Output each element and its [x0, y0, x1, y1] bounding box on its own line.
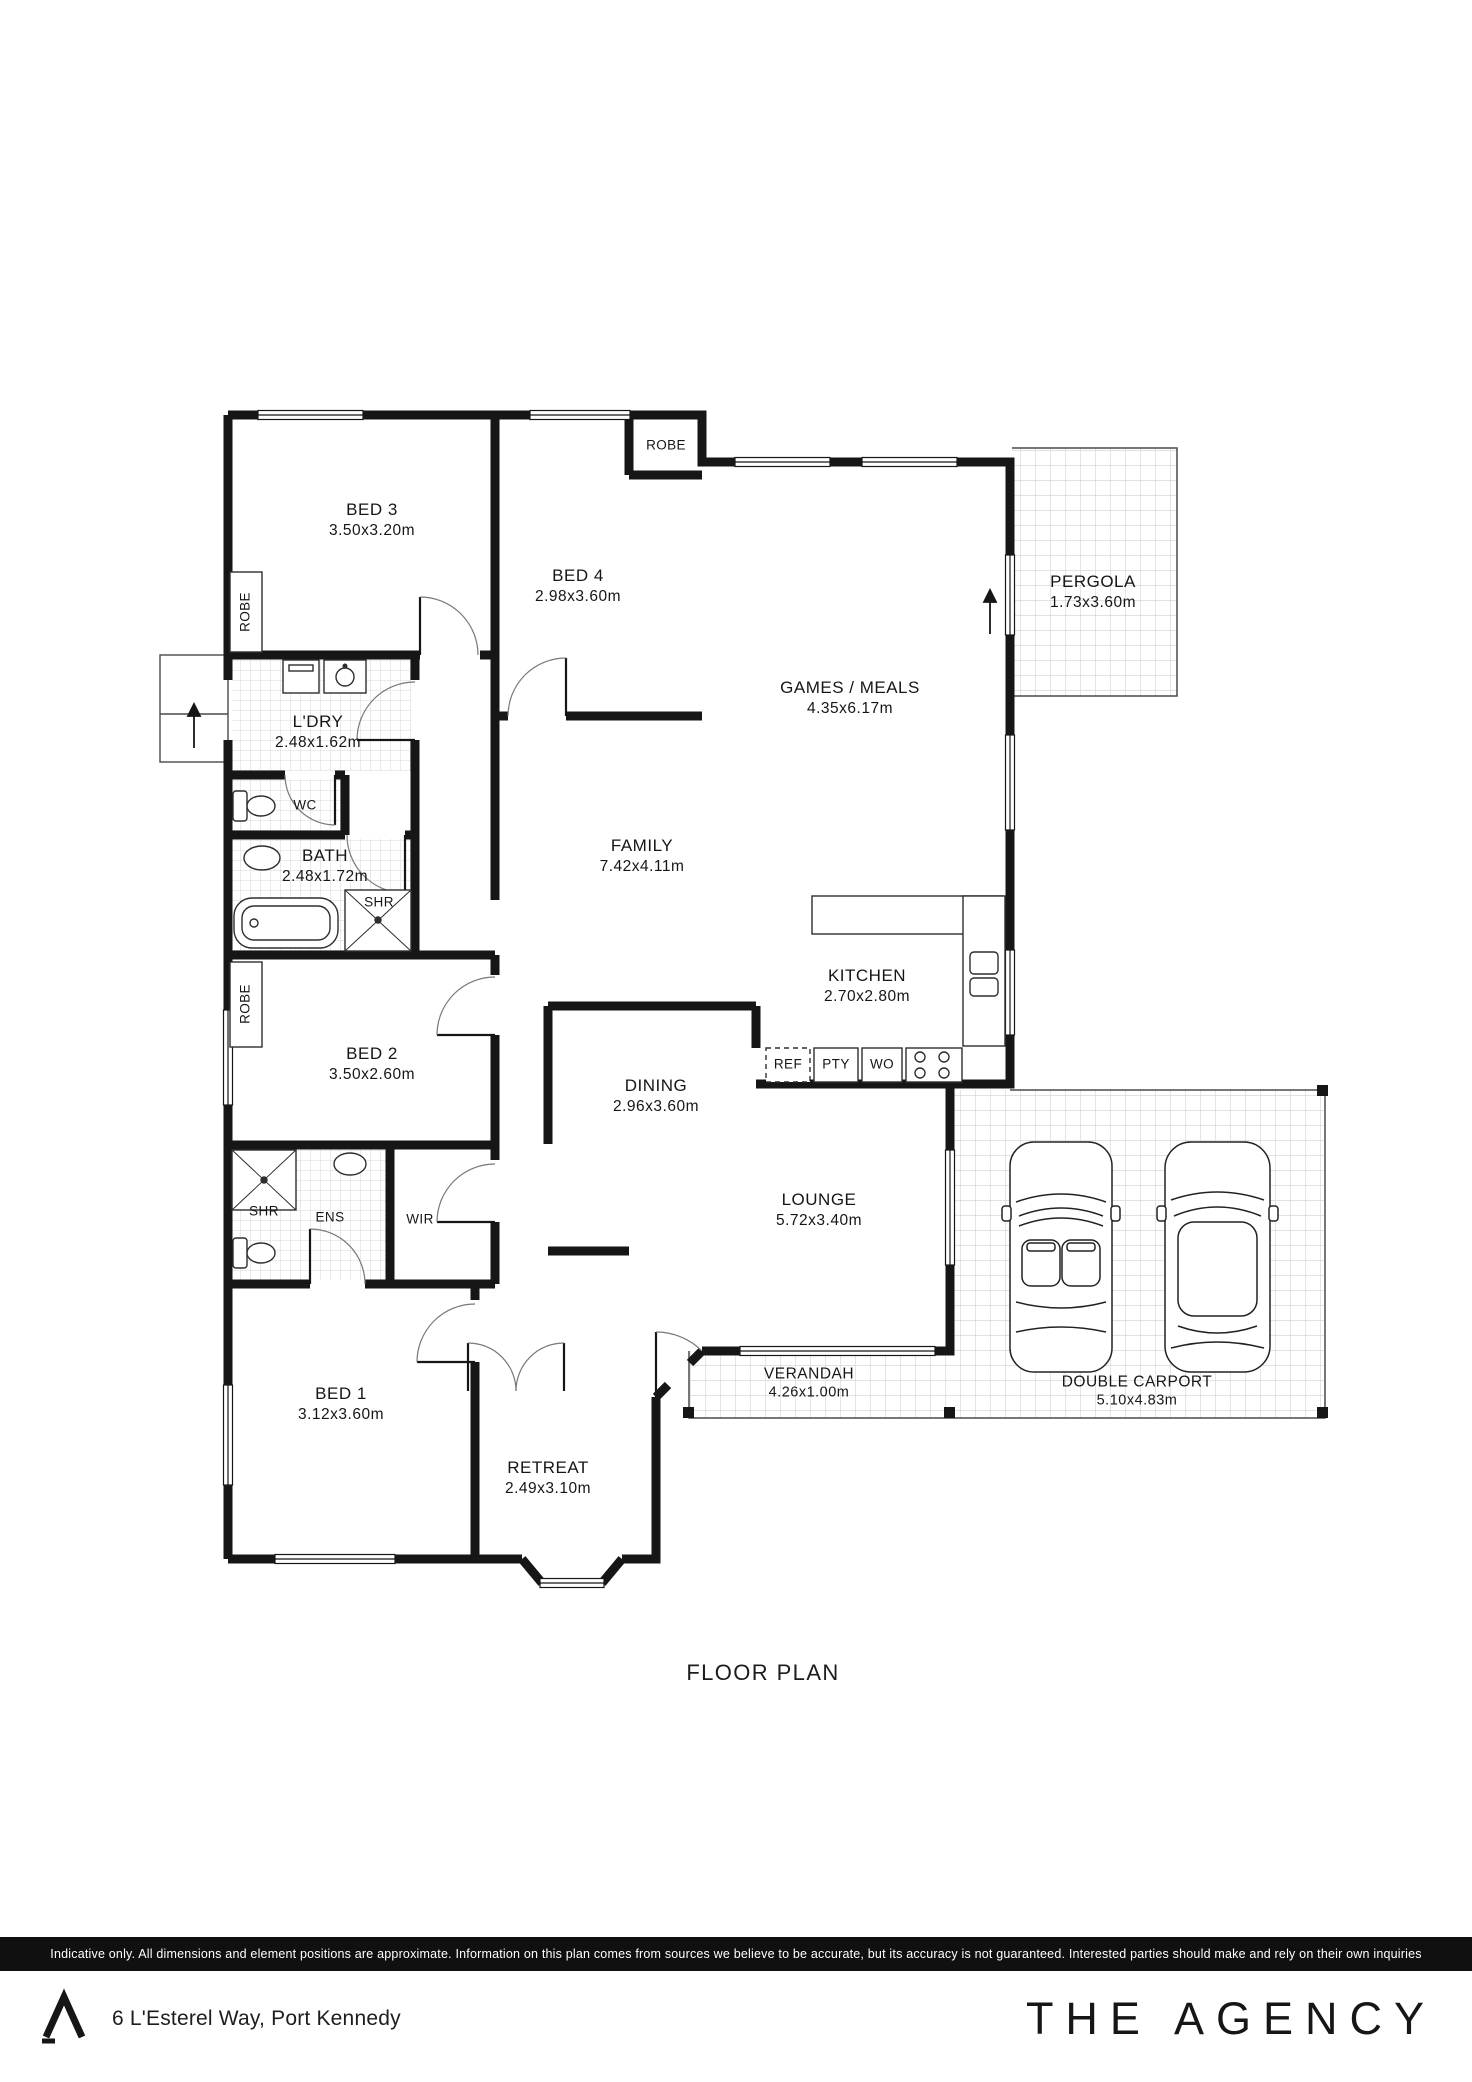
shower-bath-icon [344, 889, 412, 952]
label-ens: ENS [315, 1209, 345, 1225]
fridge-space [765, 1047, 811, 1083]
label-robe-bed2: ROBE [237, 984, 253, 1024]
label-robe-bed3: ROBE [237, 592, 253, 632]
door-arrows [186, 587, 998, 748]
basin-icon [243, 845, 281, 871]
robe-bed2-closet [229, 961, 263, 1048]
room-label-games-meals: GAMES / MEALS 4.35x6.17m [780, 678, 920, 718]
room-label-bed1: BED 1 3.12x3.60m [298, 1384, 384, 1424]
label-robe-bed4: ROBE [646, 437, 686, 453]
shower-ens-icon [231, 1149, 297, 1211]
room-label-carport: DOUBLE CARPORT 5.10x4.83m [1061, 1373, 1213, 1409]
room-label-family: FAMILY 7.42x4.11m [599, 836, 685, 876]
kitchen-sink-icon [969, 951, 999, 997]
pergola-area [1012, 447, 1178, 697]
pantry-box [813, 1047, 859, 1083]
cooktop-icon [905, 1047, 963, 1083]
room-label-pergola: PERGOLA 1.73x3.60m [1050, 572, 1136, 612]
bathtub-icon [233, 897, 339, 949]
toilet-ens-icon [232, 1237, 276, 1269]
room-label-verandah: VERANDAH 4.26x1.00m [763, 1365, 855, 1401]
footer: 6 L'Esterel Way, Port Kennedy THE AGENCY [0, 1971, 1472, 2082]
room-label-bed3: BED 3 3.50x3.20m [329, 500, 415, 540]
room-label-lounge: LOUNGE 5.72x3.40m [776, 1190, 862, 1230]
disclaimer-text: Indicative only. All dimensions and elem… [50, 1947, 1422, 1961]
fixtures [229, 571, 1006, 1269]
basin-ens-icon [333, 1152, 367, 1176]
label-pty: PTY [822, 1056, 850, 1072]
windows [222, 409, 1016, 1589]
label-ref: REF [773, 1056, 803, 1072]
toilet-icon [232, 790, 276, 822]
room-label-retreat: RETREAT 2.49x3.10m [505, 1458, 591, 1498]
agency-brand: THE AGENCY [1025, 1993, 1436, 2044]
room-label-bed2: BED 2 3.50x2.60m [329, 1044, 415, 1084]
verandah-area [688, 1351, 950, 1419]
disclaimer-bar: Indicative only. All dimensions and elem… [0, 1937, 1472, 1971]
room-label-dining: DINING 2.96x3.60m [613, 1076, 699, 1116]
room-label-laundry: L'DRY 2.48x1.62m [275, 712, 361, 752]
label-wc: WC [293, 797, 317, 813]
room-label-bed4: BED 4 2.98x3.60m [535, 566, 621, 606]
room-label-kitchen: KITCHEN 2.70x2.80m [824, 966, 910, 1006]
carport-posts [683, 1085, 1328, 1418]
label-wo: WO [869, 1056, 895, 1072]
car-left-icon [1001, 1141, 1121, 1373]
plan-title: FLOOR PLAN [686, 1660, 840, 1685]
car-right-icon [1156, 1141, 1279, 1373]
wall-oven-box [861, 1047, 903, 1083]
label-wir: WIR [406, 1211, 434, 1227]
label-shr-ens: SHR [249, 1203, 279, 1219]
doors [284, 596, 703, 1397]
robe-bed3-closet [229, 571, 263, 653]
room-label-bath: BATH 2.48x1.72m [282, 846, 368, 886]
agency-logo-icon [42, 1988, 86, 2044]
property-address: 6 L'Esterel Way, Port Kennedy [112, 2007, 401, 2030]
label-shr-bath: SHR [364, 894, 394, 910]
